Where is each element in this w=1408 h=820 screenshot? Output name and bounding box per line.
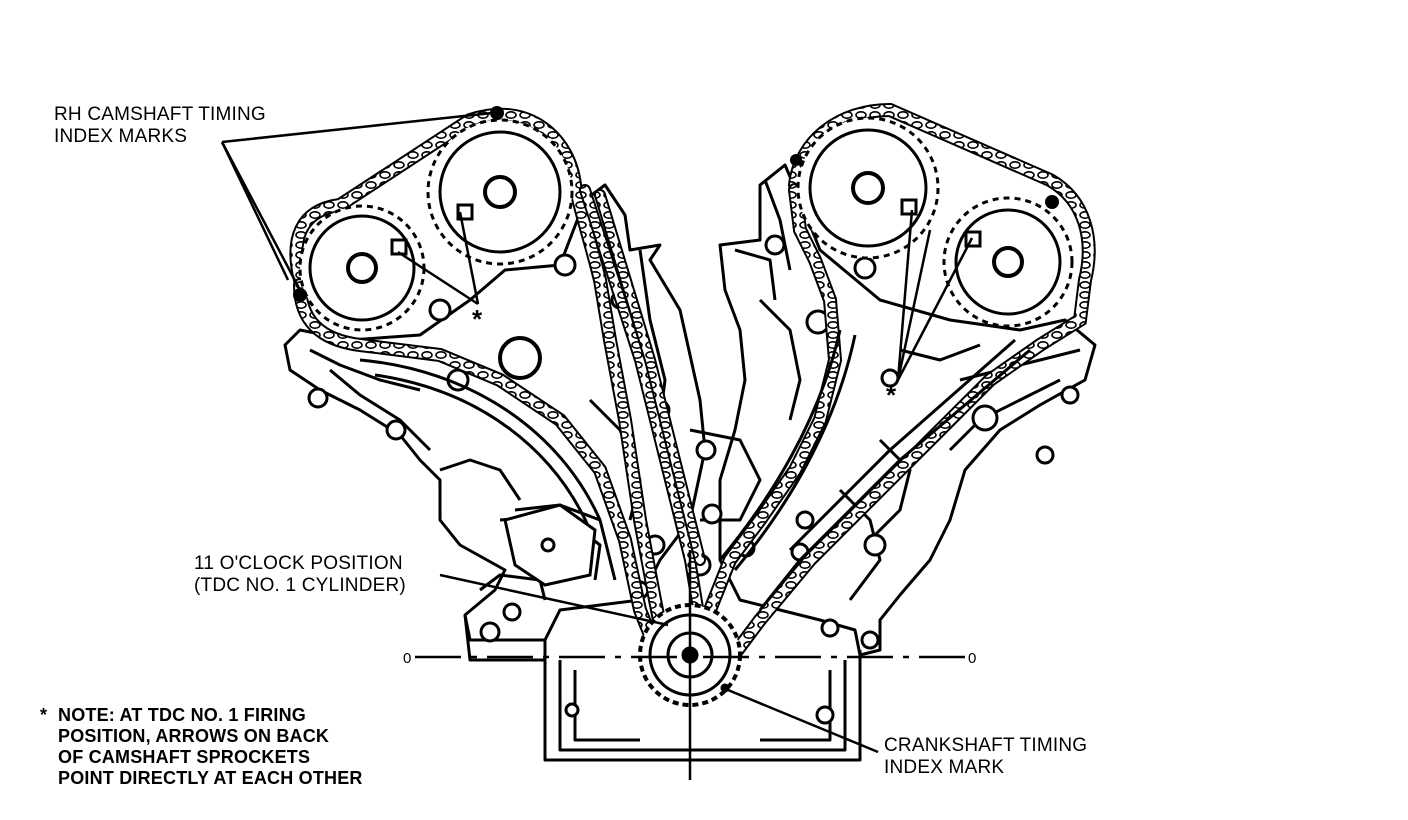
crankshaft-label-line2: INDEX MARK xyxy=(884,757,1005,778)
left-bank-cam-sprocket-2 xyxy=(426,118,574,266)
note-line3: OF CAMSHAFT SPROCKETS xyxy=(58,747,311,767)
eleven-oclock-label-line2: (TDC NO. 1 CYLINDER) xyxy=(194,575,406,596)
tdc-note: * NOTE: AT TDC NO. 1 FIRING POSITION, AR… xyxy=(40,705,363,789)
rh-camshaft-label: RH CAMSHAFT TIMING INDEX MARKS xyxy=(54,104,266,148)
rh-camshaft-label-line2: INDEX MARKS xyxy=(54,126,188,147)
crankshaft-label-line1: CRANKSHAFT TIMING xyxy=(884,735,1088,756)
idler-boss xyxy=(498,336,542,380)
eleven-oclock-label: 11 O'CLOCK POSITION (TDC NO. 1 CYLINDER) xyxy=(194,553,406,597)
left-tensioner xyxy=(503,503,597,587)
note-asterisk: * xyxy=(40,705,48,725)
reference-marker-left: 0 xyxy=(403,650,411,667)
note-line4: POINT DIRECTLY AT EACH OTHER xyxy=(58,768,363,788)
asterisk-right: * xyxy=(886,380,897,410)
right-bank-cam-sprocket-2 xyxy=(942,196,1074,328)
reference-lines xyxy=(415,550,965,780)
right-bank-cam-sprocket-1 xyxy=(796,116,940,260)
note-line2: POSITION, ARROWS ON BACK xyxy=(58,726,330,746)
reference-marker-right: 0 xyxy=(968,650,976,667)
timing-chains xyxy=(289,102,1096,667)
crankshaft-label: CRANKSHAFT TIMING INDEX MARK xyxy=(884,735,1087,779)
cam-sprockets xyxy=(298,116,1074,332)
rh-camshaft-label-line1: RH CAMSHAFT TIMING xyxy=(54,104,266,125)
leader-lines xyxy=(220,111,974,754)
left-bank-cam-sprocket-1 xyxy=(298,204,426,332)
chain-guides xyxy=(359,329,1031,611)
cam-timing-marks xyxy=(293,106,1059,302)
asterisk-left: * xyxy=(472,304,483,334)
eleven-oclock-label-line1: 11 O'CLOCK POSITION xyxy=(194,553,403,574)
note-line1: NOTE: AT TDC NO. 1 FIRING xyxy=(58,705,306,725)
